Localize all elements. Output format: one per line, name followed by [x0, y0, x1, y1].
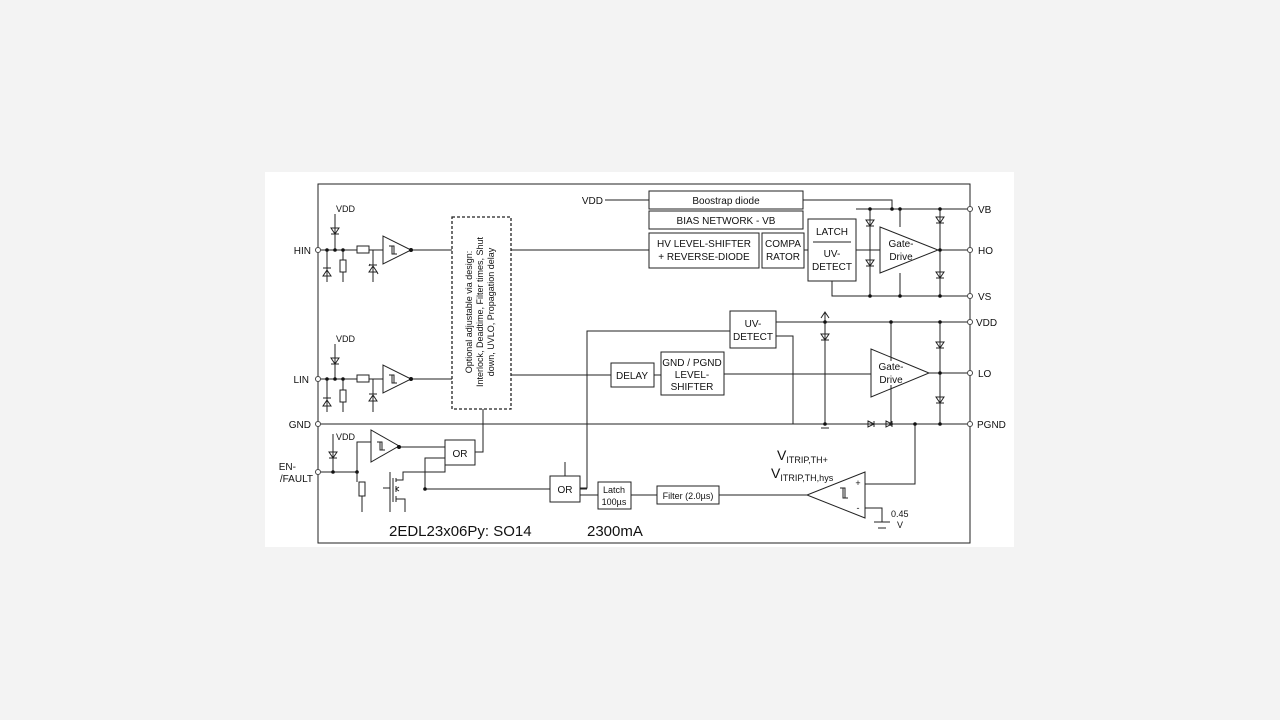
uv-low-block	[729, 310, 777, 349]
vdd-label-en: VDD	[336, 432, 356, 442]
optional-line2: Interlock, Deadtime, Filter times, Shut	[475, 236, 485, 387]
comparator-block	[761, 232, 805, 269]
output-current: 2300mA	[587, 523, 643, 540]
pin-label-vs: VS	[978, 292, 992, 303]
pin-en-fault: EN- /FAULT	[279, 462, 321, 485]
gate-high-line1: Gate-	[888, 239, 913, 250]
uv-low-line1: UV-	[745, 319, 762, 330]
pin-gnd: GND	[289, 420, 321, 431]
or-bottom-label: OR	[558, 485, 573, 496]
pin-hin: HIN	[294, 246, 321, 257]
vtrip-th-label: VITRIP,TH+	[777, 447, 828, 465]
comparator-line1: COMPA	[765, 239, 801, 250]
pin-vb: VB	[967, 205, 992, 216]
gnd-shifter-line1: GND / PGND	[662, 358, 721, 369]
itrip-minus: -	[857, 503, 860, 513]
itrip-plus: +	[855, 478, 860, 488]
ref-unit: V	[897, 520, 903, 530]
bootstrap-label: Boostrap diode	[692, 196, 760, 207]
delay-block	[610, 362, 655, 388]
gate-low-line2: Drive	[879, 375, 903, 386]
comparator-line2: RATOR	[766, 252, 800, 263]
low-gate-drive	[870, 348, 931, 398]
pin-label-en: EN-	[279, 462, 296, 473]
pin-label-vdd: VDD	[976, 318, 997, 329]
pin-label-pgnd: PGND	[977, 420, 1006, 431]
hin-input-stage: VDD	[321, 204, 452, 282]
latch-100us-block	[597, 481, 632, 510]
filter-label: Filter (2.0µs)	[663, 491, 714, 501]
diagram-card: HIN LIN GND EN- /FAULT VB HO VS VDD LO P…	[265, 172, 1014, 547]
en-buffer	[370, 429, 401, 463]
optional-config-text: Optional adjustable via design: Interloc…	[464, 236, 496, 387]
pin-lin: LIN	[293, 375, 321, 386]
uv-high-line2: DETECT	[812, 262, 852, 273]
delay-label: DELAY	[616, 371, 648, 382]
vtrip-hys-label: VITRIP,TH,hys	[771, 465, 834, 483]
uv-high-line1: UV-	[824, 249, 841, 260]
itrip-comparator	[805, 471, 866, 519]
pin-pgnd: PGND	[967, 420, 1006, 431]
gnd-pgnd-shifter-block	[660, 351, 725, 396]
pin-vs: VS	[967, 292, 992, 303]
ic-outline	[317, 183, 971, 544]
optional-line3: down, UVLO, Propagation delay	[486, 247, 496, 376]
vdd-label-lin: VDD	[336, 334, 356, 344]
or-gate-top	[444, 439, 476, 466]
hv-level-shifter-block	[648, 232, 760, 269]
or-top-label: OR	[453, 449, 468, 460]
gate-high-line2: Drive	[889, 252, 913, 263]
hin-buffer	[382, 235, 413, 265]
pin-vdd: VDD	[967, 318, 997, 329]
uv-low-line2: DETECT	[733, 332, 773, 343]
block-diagram: HIN LIN GND EN- /FAULT VB HO VS VDD LO P…	[279, 183, 1006, 544]
optional-config-block	[451, 216, 512, 410]
low-side: UV- DETECT DELAY GND / PGND LEVEL- SHIFT…	[511, 310, 967, 489]
bias-network-block	[648, 210, 804, 230]
pin-label-lin: LIN	[293, 375, 309, 386]
ref-voltage: 0.45	[891, 509, 909, 519]
pin-label-vb: VB	[978, 205, 992, 216]
latch100-line1: Latch	[603, 485, 625, 495]
gate-low-line1: Gate-	[878, 362, 903, 373]
pin-lo: LO	[967, 369, 992, 380]
hv-shifter-line2: + REVERSE-DIODE	[658, 252, 750, 263]
part-number: 2EDL23x06Py: SO14	[389, 523, 532, 540]
pin-label-gnd: GND	[289, 420, 311, 431]
vdd-label-hin: VDD	[336, 204, 356, 214]
high-gate-drive	[879, 226, 940, 274]
bias-label: BIAS NETWORK - VB	[677, 216, 776, 227]
pin-ho: HO	[967, 246, 993, 257]
latch-label: LATCH	[816, 227, 848, 238]
optional-line1: Optional adjustable via design:	[464, 251, 474, 374]
gnd-shifter-line3: SHIFTER	[671, 382, 714, 393]
hv-shifter-line1: HV LEVEL-SHIFTER	[657, 239, 751, 250]
latch100-line2: 100µs	[602, 497, 627, 507]
gnd-shifter-line2: LEVEL-	[675, 370, 709, 381]
pin-label-ho: HO	[978, 246, 993, 257]
pin-label-fault: /FAULT	[280, 474, 313, 485]
lin-input-stage: VDD	[321, 334, 452, 412]
pin-label-lo: LO	[978, 369, 992, 380]
pin-label-hin: HIN	[294, 246, 311, 257]
high-side: VDD Boostrap diode BIAS NETWORK - VB HV …	[582, 190, 967, 298]
en-fault-stage: VDD OR OR Latch 100µs Filter (2.0µs)	[321, 409, 917, 530]
lin-buffer	[382, 364, 413, 394]
vdd-label-bootstrap: VDD	[582, 196, 603, 207]
